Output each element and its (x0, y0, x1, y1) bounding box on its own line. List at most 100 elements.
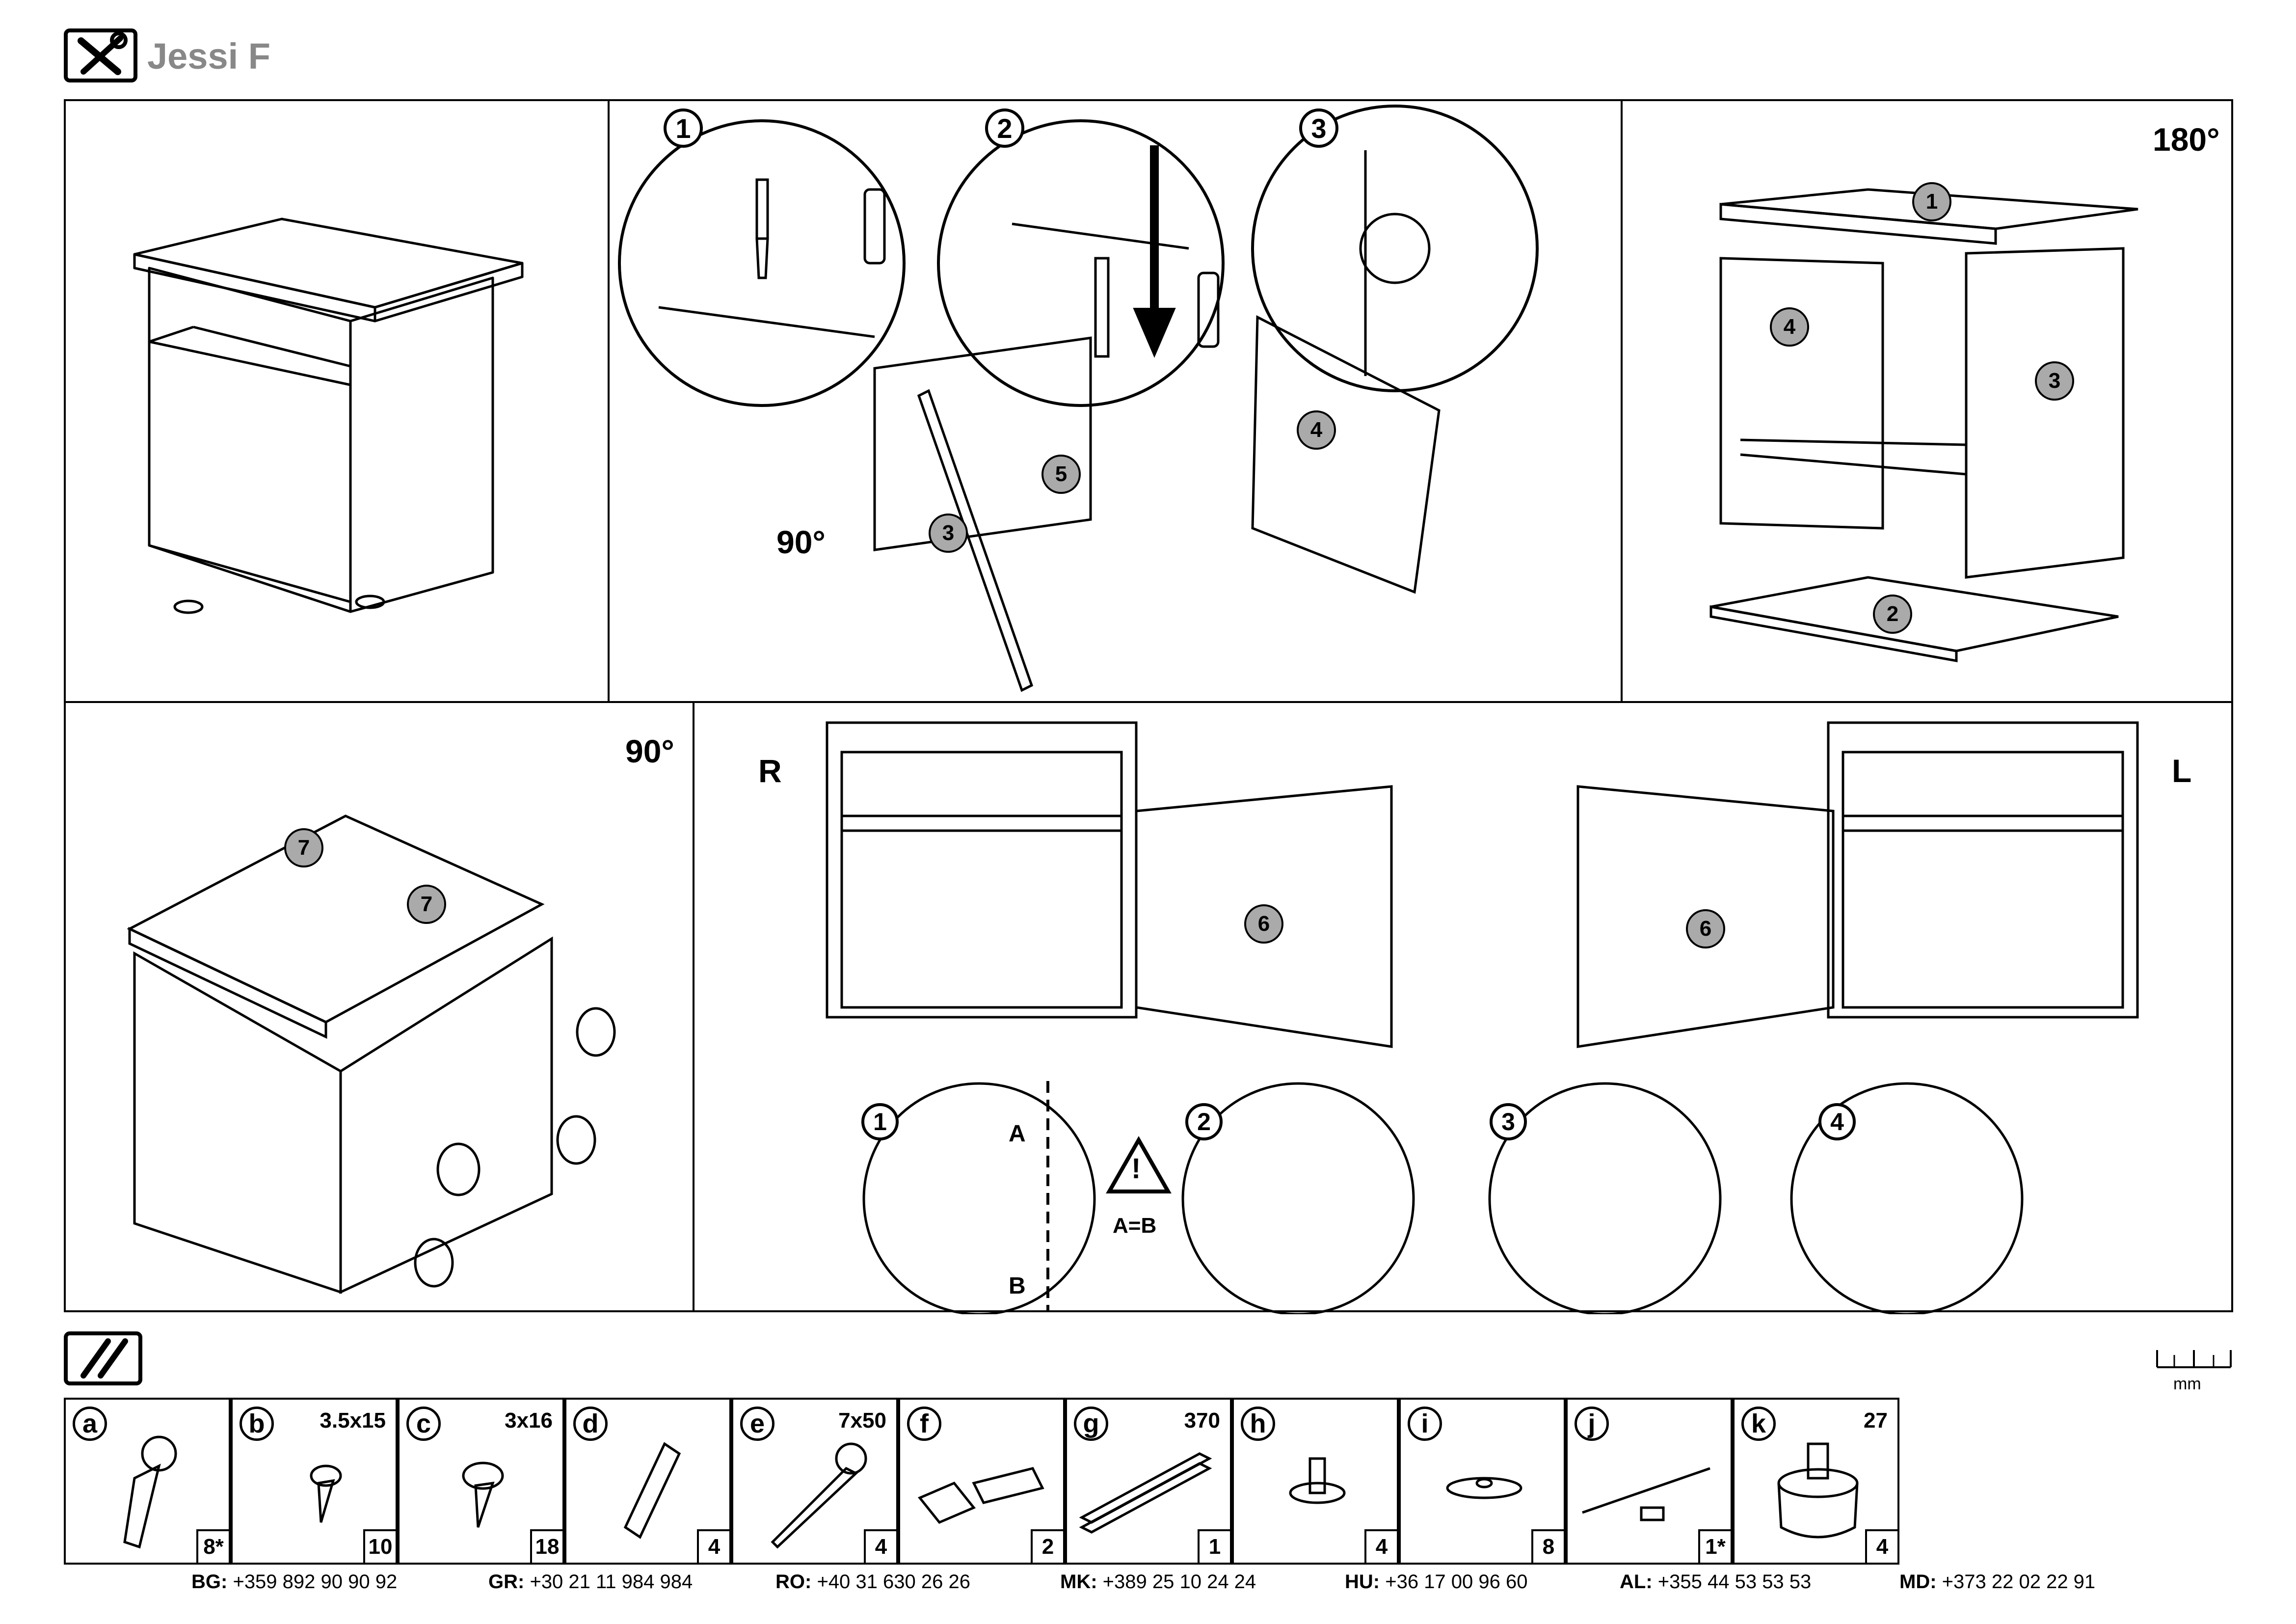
step-1-badge: 1 (664, 108, 703, 148)
part-4-side-badge: 4 (1770, 307, 1809, 347)
page-title: Jessi F (147, 36, 270, 77)
hardware-qty-b: 10 (363, 1529, 398, 1565)
contact-code: AL: (1620, 1571, 1653, 1593)
hinge-step-3-badge: 3 (1490, 1103, 1527, 1140)
hardware-letter-d: d (573, 1407, 608, 1441)
hardware-letter-j: j (1575, 1407, 1609, 1441)
contact-phone: +30 21 11 984 984 (530, 1571, 693, 1593)
part-7-badge-right: 7 (407, 885, 446, 924)
contact-code: MK: (1060, 1571, 1097, 1593)
side-l-label: L (2172, 753, 2192, 789)
confirmat-screw-icon (771, 1442, 867, 1549)
contact-phone: +36 17 00 96 60 (1385, 1571, 1528, 1593)
back-feet-drawing (127, 814, 616, 1294)
hardware-qty-i: 8 (1531, 1529, 1566, 1565)
hardware-cell-i: i 8 (1399, 1398, 1566, 1565)
hardware-letter-a: a (73, 1407, 107, 1441)
top-bottom-drawing (1709, 188, 2138, 662)
hardware-cell-h: h 4 (1232, 1398, 1399, 1565)
h-profile-icon (1079, 1452, 1212, 1534)
hardware-letter-f: f (907, 1407, 941, 1441)
contact-phone: +359 892 90 90 92 (233, 1571, 398, 1593)
door-part-6-label-r: 6 (1257, 912, 1270, 936)
screws-icon (64, 1331, 142, 1385)
hardware-qty-j: 1* (1698, 1529, 1733, 1565)
contact-phone: +373 22 02 22 91 (1942, 1571, 2096, 1593)
contact-code: RO: (775, 1571, 812, 1593)
hinge-step-1-label: 1 (873, 1108, 887, 1136)
hardware-size-e: 7x50 (838, 1408, 886, 1433)
hardware-cell-f: f 2 (898, 1398, 1065, 1565)
rotation-90-label-2: 90° (625, 733, 674, 769)
equality-label: A=B (1113, 1214, 1157, 1238)
hardware-cell-j: j 1* (1566, 1398, 1733, 1565)
hardware-letter-c: c (406, 1407, 441, 1441)
scale-unit-label: mm (2173, 1375, 2201, 1393)
tools-icon (64, 28, 137, 82)
hardware-cell-e: e 7x50 4 (731, 1398, 898, 1565)
hinge-step-3-label: 3 (1501, 1108, 1515, 1136)
contact-hu: HU: +36 17 00 96 60 (1345, 1571, 1528, 1593)
hardware-qty-g: 1 (1198, 1529, 1232, 1565)
wood-dowel-icon (623, 1442, 681, 1539)
hardware-size-b: 3.5x15 (320, 1408, 386, 1433)
panel-overview (64, 99, 610, 703)
hardware-cell-g: g 370 1 (1065, 1398, 1232, 1565)
part-3-side-badge: 3 (2035, 361, 2074, 401)
part-1-badge: 1 (1912, 182, 1951, 221)
contact-mk: MK: +389 25 10 24 24 (1060, 1571, 1256, 1593)
door-part-6-label-l: 6 (1699, 917, 1712, 941)
foot-icon (1777, 1442, 1859, 1539)
part-4-label: 4 (1310, 418, 1323, 442)
contact-bg: BG: +359 892 90 90 92 (191, 1571, 397, 1593)
side-r-label: R (758, 753, 782, 789)
rotation-90-label: 90° (776, 524, 826, 560)
cabinet-overview-drawing (133, 217, 524, 614)
hardware-qty-c: 18 (530, 1529, 564, 1565)
contact-code: HU: (1345, 1571, 1380, 1593)
ruler-icon (2155, 1345, 2233, 1370)
part-5-label: 5 (1055, 462, 1068, 486)
part-4-side-label: 4 (1783, 315, 1796, 339)
hardware-cell-d: d 4 (564, 1398, 731, 1565)
hardware-cell-b: b 3.5x15 10 (231, 1398, 398, 1565)
hardware-cell-k: k 27 4 (1733, 1398, 1899, 1565)
allen-key-icon (1582, 1467, 1710, 1521)
hardware-letter-e: e (740, 1407, 774, 1441)
part-7-label-left: 7 (297, 836, 310, 860)
part-3-side-label: 3 (2048, 369, 2061, 393)
washer-screw-icon (462, 1462, 504, 1528)
warning-triangle-icon: ! (1131, 1153, 1141, 1185)
hinge-step-2-label: 2 (1197, 1108, 1211, 1136)
hardware-qty-a: 8* (196, 1529, 231, 1565)
hinge-icon (917, 1467, 1044, 1524)
step-1-label: 1 (675, 112, 691, 144)
contact-md: MD: +373 22 02 22 91 (1899, 1571, 2095, 1593)
contact-ro: RO: +40 31 630 26 26 (775, 1571, 970, 1593)
contact-code: MD: (1899, 1571, 1937, 1593)
door-part-6-badge-l: 6 (1686, 909, 1725, 948)
door-hinges-drawing (826, 721, 2139, 1314)
dimension-a-label: A (1009, 1121, 1026, 1147)
hardware-qty-f: 2 (1031, 1529, 1065, 1565)
hardware-cell-c: c 3x16 18 (398, 1398, 564, 1565)
contact-phone: +355 44 53 53 53 (1657, 1571, 1812, 1593)
hinge-step-4-label: 4 (1830, 1108, 1844, 1136)
hardware-size-k: 27 (1864, 1408, 1888, 1433)
hardware-size-g: 370 (1184, 1408, 1220, 1433)
panel-carcass-steps: 1 2 3 5 3 4 90° (608, 99, 1623, 703)
contact-gr: GR: +30 21 11 984 984 (488, 1571, 693, 1593)
part-5-badge: 5 (1041, 455, 1081, 494)
hardware-letter-h: h (1241, 1407, 1275, 1441)
step-2-label: 2 (997, 112, 1013, 144)
contact-phone: +40 31 630 26 26 (817, 1571, 970, 1593)
contact-phone: +389 25 10 24 24 (1102, 1571, 1256, 1593)
part-2-label: 2 (1886, 602, 1899, 626)
contact-code: GR: (488, 1571, 525, 1593)
part-4-badge: 4 (1297, 410, 1336, 450)
hinge-step-4-badge: 4 (1818, 1103, 1856, 1140)
carcass-steps-drawing (618, 105, 1539, 692)
part-3-label: 3 (942, 521, 955, 545)
part-3-badge: 3 (929, 514, 968, 553)
hardware-letter-b: b (240, 1407, 274, 1441)
